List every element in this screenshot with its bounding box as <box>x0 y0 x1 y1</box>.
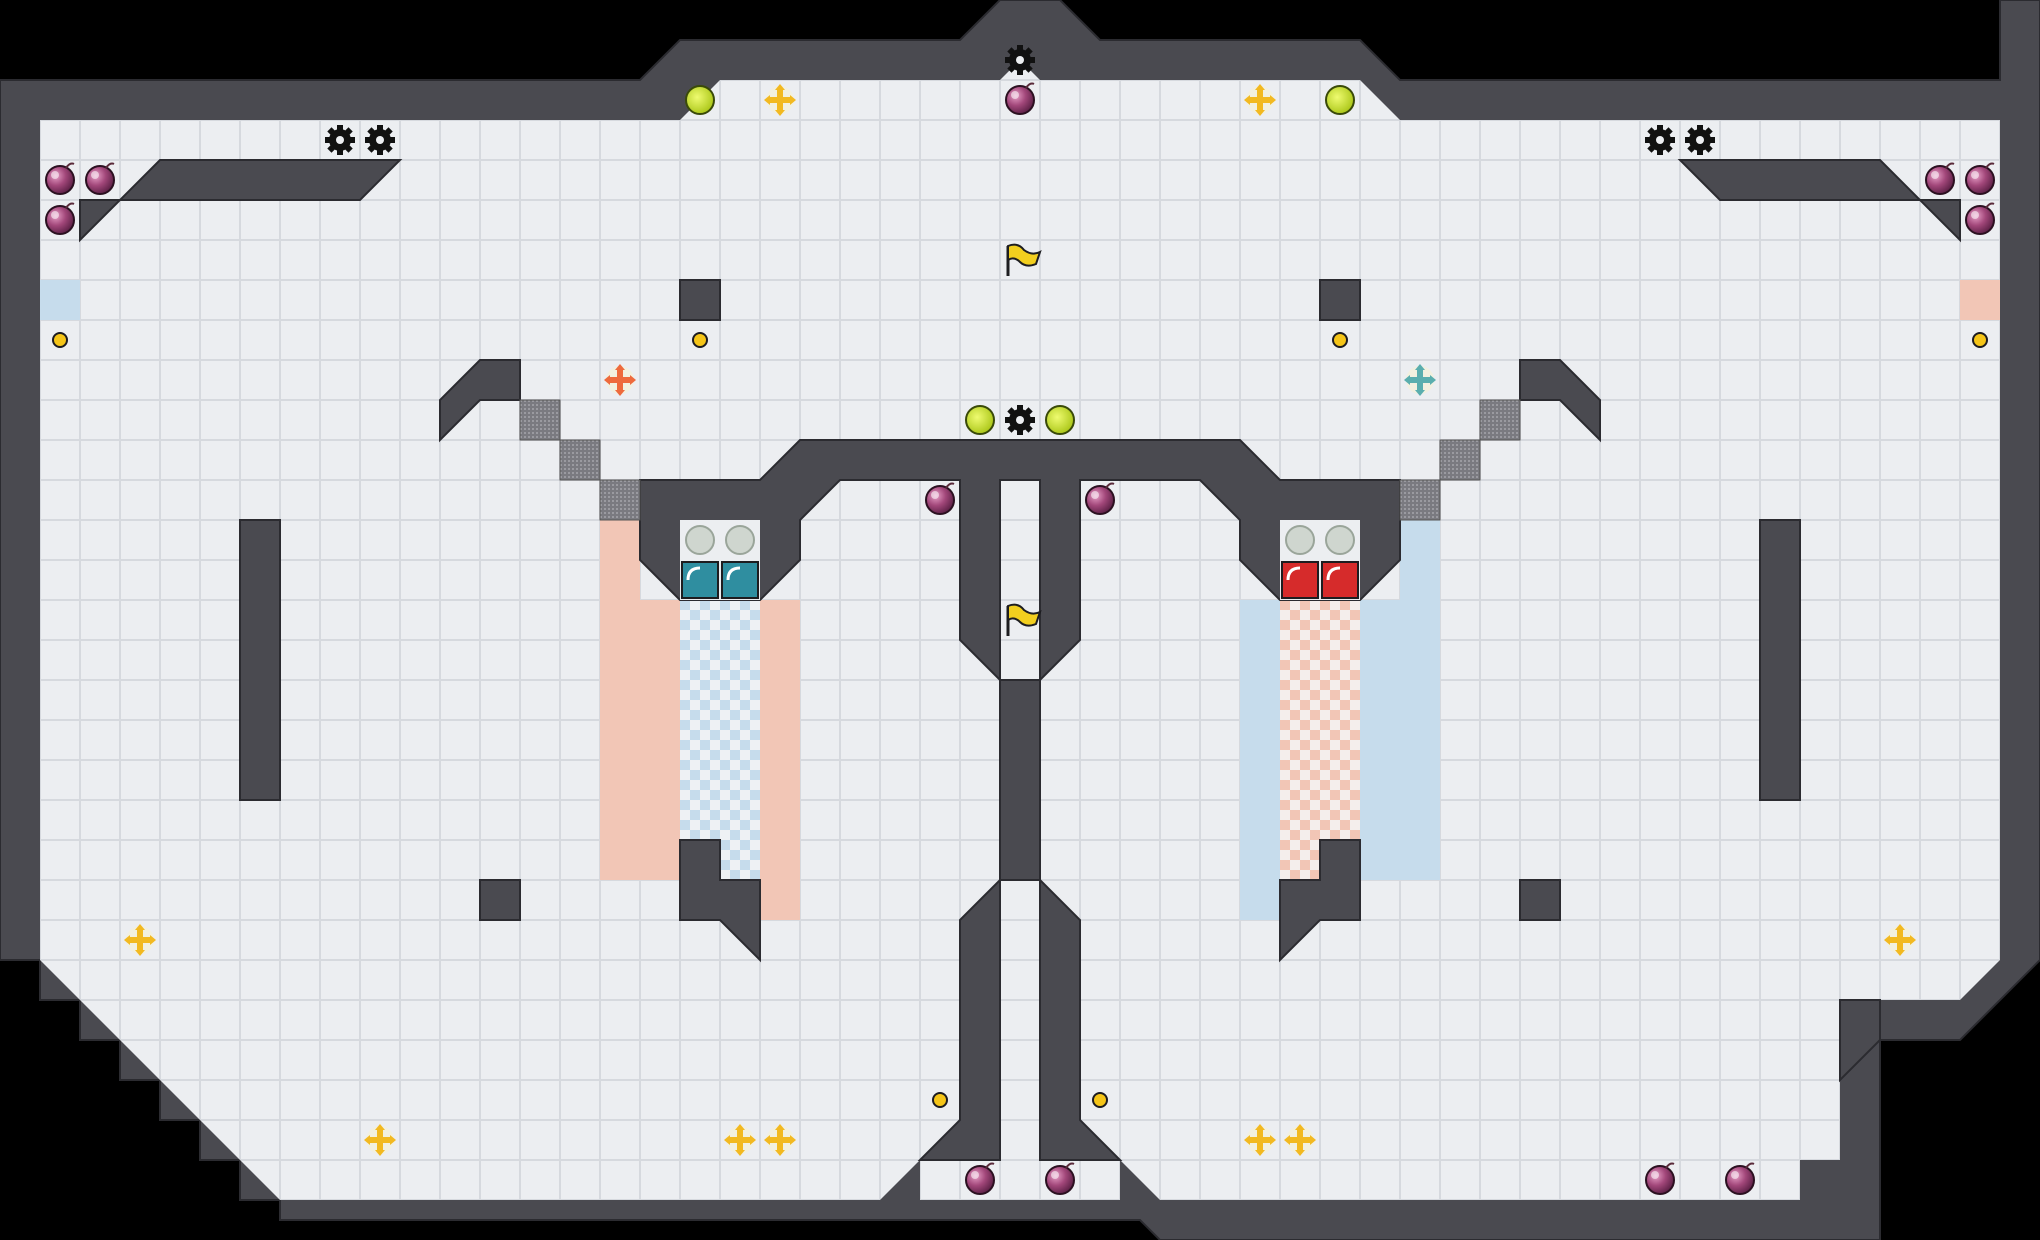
bomb-icon <box>1965 162 1995 195</box>
flag-icon <box>1006 243 1042 276</box>
button-icon[interactable] <box>725 525 755 555</box>
bomb-icon <box>1725 1162 1755 1195</box>
gate-icon <box>1439 439 1481 481</box>
powerup-icon <box>604 364 636 396</box>
flag-icon <box>1006 603 1042 636</box>
boost-icon <box>685 85 715 115</box>
blue-zone-right-inner <box>1360 600 1400 880</box>
bomb-icon <box>1645 1162 1675 1195</box>
powerup-icon <box>764 84 796 116</box>
spawn-tiles <box>681 561 1359 599</box>
gate-icon <box>1479 399 1521 441</box>
bomb-icon <box>925 482 955 515</box>
block-top-left <box>679 279 721 321</box>
left-pillar <box>239 519 281 801</box>
powerup-icon <box>364 1124 396 1156</box>
token-icon <box>52 332 68 348</box>
blue-zone-right-left <box>1240 600 1280 920</box>
powerup-icon <box>724 1124 756 1156</box>
gear-icon <box>325 125 355 155</box>
blue-zone-right-outer <box>1400 520 1440 880</box>
bomb-icon <box>1005 82 1035 115</box>
buttons <box>685 525 1355 555</box>
token-icon <box>1092 1092 1108 1108</box>
bomb-icon <box>85 162 115 195</box>
powerup-icon <box>1244 84 1276 116</box>
red-zone-left-right <box>760 600 800 920</box>
powerup-icon <box>1244 1124 1276 1156</box>
powerup-icon <box>1404 364 1436 396</box>
bomb-icon <box>45 202 75 235</box>
right-pillar <box>1759 519 1801 801</box>
bomb-icon <box>1045 1162 1075 1195</box>
interior-walls <box>79 159 1961 1161</box>
lower-right-bracket <box>1839 999 1881 1083</box>
button-icon[interactable] <box>1285 525 1315 555</box>
top-left-ledge <box>117 159 403 201</box>
button-icon[interactable] <box>685 525 715 555</box>
bomb-icon <box>1965 202 1995 235</box>
gate-icon <box>599 479 641 521</box>
blue-marker-left <box>40 280 80 320</box>
gate-icon <box>1399 479 1441 521</box>
boost-icon <box>1325 85 1355 115</box>
left-bracket <box>439 359 521 443</box>
block-lower-right <box>1519 879 1561 921</box>
gear-icon <box>365 125 395 155</box>
zones <box>40 280 2000 920</box>
lower-left-spine <box>917 877 1001 1161</box>
block-top-right <box>1319 279 1361 321</box>
blue-check-left <box>680 600 760 880</box>
gate-icon <box>559 439 601 481</box>
red-marker-right <box>1960 280 2000 320</box>
powerup-icon <box>764 1124 796 1156</box>
block-lower-left <box>479 879 521 921</box>
right-hook <box>1279 839 1361 963</box>
bomb-icon <box>1085 482 1115 515</box>
bomb-icon <box>45 162 75 195</box>
powerup-icon <box>1284 1124 1316 1156</box>
gear-icon <box>1685 125 1715 155</box>
powerup-icon <box>1884 924 1916 956</box>
gates <box>519 399 1521 521</box>
gear-icon <box>1005 405 1035 435</box>
token-icon <box>692 332 708 348</box>
red-zone-left-inner <box>640 600 680 880</box>
powerup-icon <box>124 924 156 956</box>
left-hook <box>679 839 761 963</box>
token-icon <box>1972 332 1988 348</box>
boost-icon <box>1045 405 1075 435</box>
floor <box>40 60 2000 1200</box>
bomb-icon <box>1925 162 1955 195</box>
token-icon <box>932 1092 948 1108</box>
gear-icon <box>1005 45 1035 75</box>
gate-icon <box>519 399 561 441</box>
gear-icon <box>1645 125 1675 155</box>
lower-right-spine <box>1039 877 1123 1161</box>
red-check-right <box>1280 600 1360 880</box>
boost-icon <box>965 405 995 435</box>
red-zone-left-outer <box>600 520 640 880</box>
button-icon[interactable] <box>1325 525 1355 555</box>
token-icon <box>1332 332 1348 348</box>
right-corner-wedge <box>1917 199 1961 243</box>
top-right-ledge <box>1677 159 1923 201</box>
left-corner-wedge <box>79 199 123 243</box>
entities <box>45 45 1995 1195</box>
center-pillar <box>999 679 1041 881</box>
bomb-icon <box>965 1162 995 1195</box>
